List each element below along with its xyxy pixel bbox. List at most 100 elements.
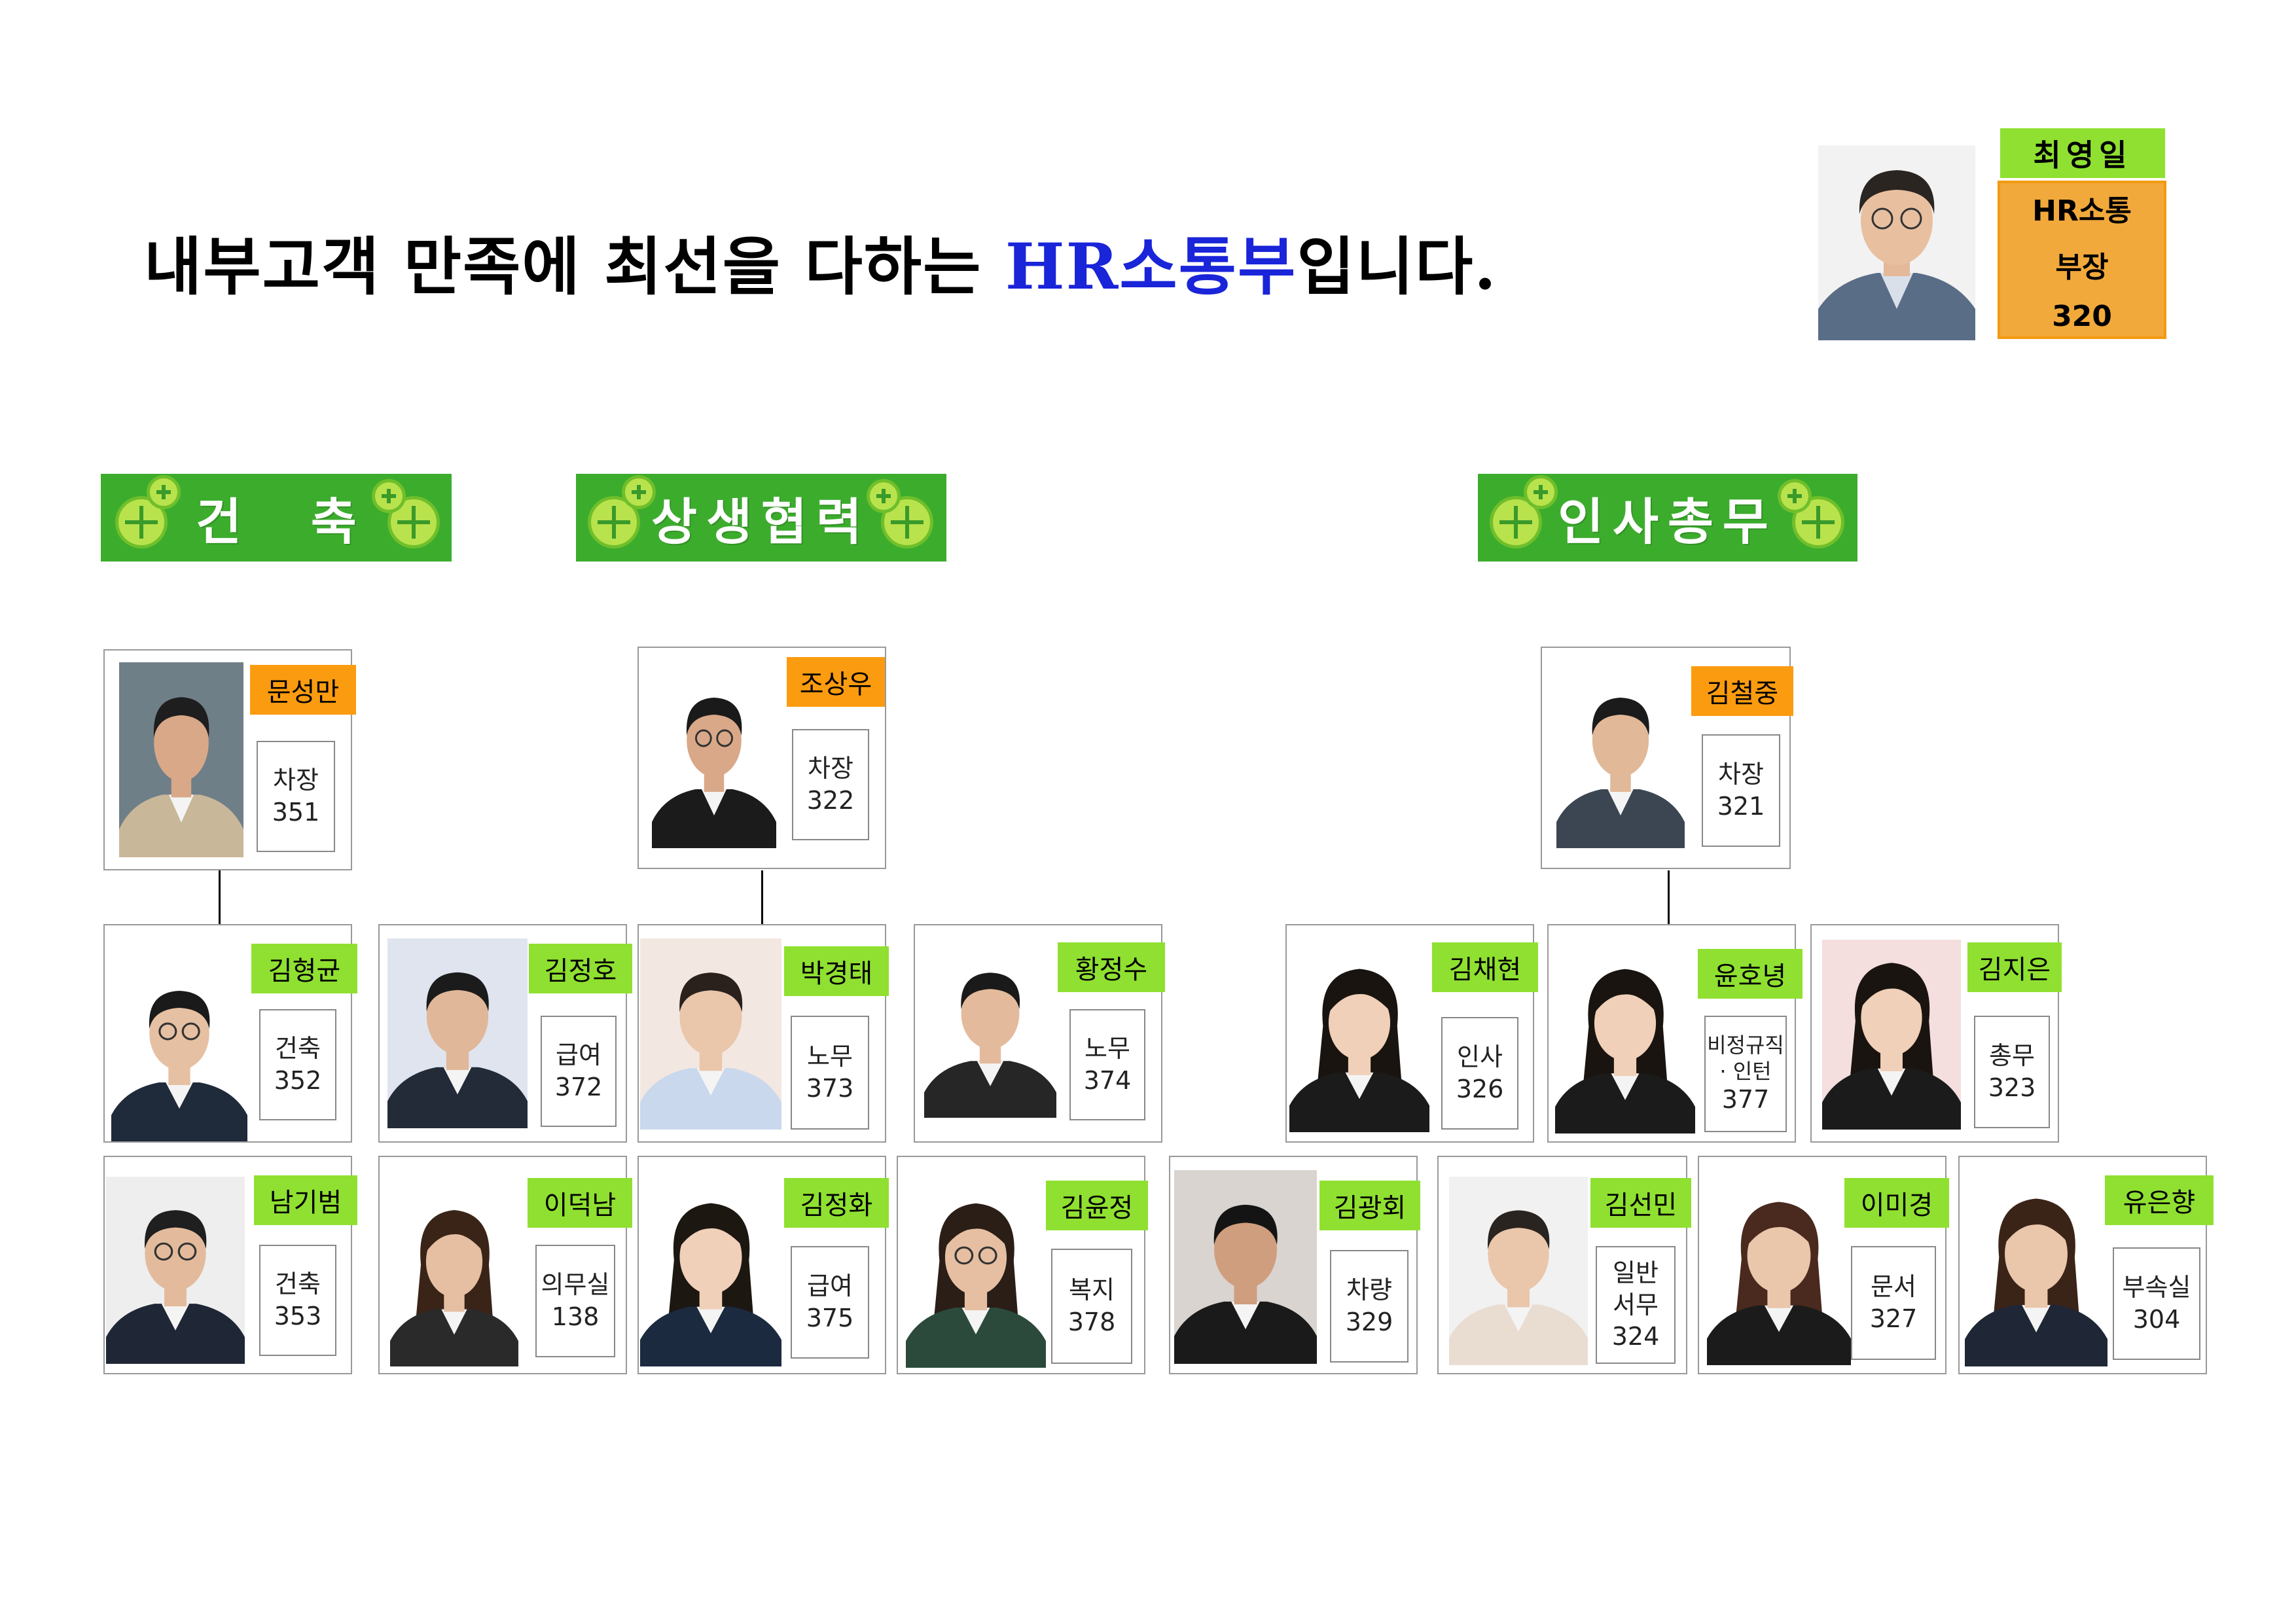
member-card: 이덕남 의무실 138 [378, 1156, 632, 1374]
portrait-graphic [1289, 946, 1429, 1132]
person-info: 급여 375 [791, 1246, 869, 1359]
title-highlight: HR소통부 [1005, 230, 1297, 304]
team-name: 인사총무 [1558, 493, 1778, 551]
person-info: 비정규직 · 인턴 377 [1704, 1016, 1787, 1132]
portrait-graphic [924, 941, 1056, 1118]
person-name: 김윤정 [1046, 1181, 1148, 1230]
person-name: 김정화 [784, 1178, 889, 1228]
team-banner-cooperation: 상생협력 [576, 474, 946, 562]
person-ext: 329 [1345, 1308, 1393, 1336]
person-role: 급여 [807, 1272, 853, 1301]
person-info: 급여 372 [541, 1016, 617, 1127]
portrait-graphic [640, 938, 781, 1130]
person-role: 인사 [1457, 1043, 1503, 1072]
person-role: 비정규직 · 인턴 [1707, 1033, 1784, 1084]
head-rank: 부장 [2055, 250, 2109, 284]
person-info: 복지 378 [1051, 1249, 1132, 1364]
ornament-icon [622, 475, 656, 509]
person-ext: 322 [806, 786, 855, 815]
title-text: 내부고객 만족에 최선을 다하는 [144, 230, 1005, 304]
person-ext: 324 [1611, 1322, 1660, 1351]
ornament-icon [867, 479, 901, 513]
person-info: 총무 323 [1974, 1016, 2050, 1128]
profile-photo [1174, 1170, 1317, 1364]
portrait-graphic [1707, 1179, 1851, 1365]
person-role: 차장 [273, 766, 319, 795]
profile-photo [906, 1181, 1046, 1368]
person-role: 건축 [275, 1034, 321, 1063]
head-info: HR소통 부장 320 [1998, 181, 2166, 339]
person-ext: 351 [272, 798, 320, 827]
portrait-graphic [652, 665, 776, 848]
profile-photo [640, 1181, 781, 1366]
person-info: 차장 322 [792, 729, 869, 840]
connector-line [761, 870, 763, 924]
person-ext: 375 [806, 1304, 854, 1332]
portrait-graphic [1449, 1177, 1588, 1365]
team-banner-hr-general: 인사총무 [1478, 474, 1857, 562]
member-card: 김채현 인사 326 [1285, 924, 1538, 1143]
head-position: HR소통 [2032, 194, 2132, 228]
portrait-graphic [106, 1177, 245, 1364]
leader-card: 조상우 차장 322 [637, 647, 886, 869]
person-role: 노무 [807, 1042, 853, 1071]
portrait-graphic [906, 1181, 1046, 1368]
member-card: 김선민 일반 서무 324 [1437, 1156, 1691, 1374]
member-card: 윤호녕 비정규직 · 인턴 377 [1547, 924, 1803, 1143]
portrait-graphic [1965, 1175, 2108, 1366]
person-ext: 138 [551, 1302, 600, 1331]
team-name: 건 축 [196, 493, 357, 551]
head-name: 최영일 [2000, 128, 2165, 178]
profile-photo [1965, 1175, 2108, 1366]
member-card: 김정호 급여 372 [378, 924, 632, 1143]
ornament-icon [1792, 496, 1844, 548]
person-info: 부속실 304 [2113, 1247, 2200, 1360]
member-card: 김윤정 복지 378 [897, 1156, 1148, 1374]
portrait-graphic [640, 1181, 781, 1366]
portrait-graphic [111, 958, 247, 1141]
person-role: 일반 서무 [1613, 1258, 1659, 1319]
profile-photo [1555, 946, 1695, 1133]
ornament-icon [588, 496, 640, 548]
member-card: 유은향 부속실 304 [1958, 1156, 2214, 1374]
person-name: 남기범 [254, 1175, 357, 1225]
ornament-icon [372, 479, 406, 513]
person-name: 김지은 [1967, 942, 2062, 992]
profile-photo [390, 1188, 518, 1366]
portrait-graphic [387, 938, 528, 1128]
connector-line [219, 870, 221, 924]
person-name: 조상우 [787, 657, 885, 707]
person-info: 차장 351 [257, 741, 335, 852]
person-ext: 326 [1456, 1075, 1504, 1103]
member-card: 김형균 건축 352 [103, 924, 357, 1143]
profile-photo [1707, 1179, 1851, 1365]
profile-photo [924, 941, 1056, 1118]
person-name: 이덕남 [528, 1178, 632, 1228]
member-card: 박경태 노무 373 [637, 924, 889, 1143]
person-role: 건축 [275, 1270, 321, 1299]
ornament-icon [147, 475, 181, 509]
person-role: 급여 [556, 1041, 601, 1070]
ornament-icon [1524, 475, 1558, 509]
profile-photo [111, 958, 247, 1141]
team-banner-architecture: 건 축 [101, 474, 452, 562]
person-name: 김채현 [1432, 942, 1538, 992]
profile-photo [640, 938, 781, 1130]
person-info: 차량 329 [1330, 1250, 1408, 1363]
person-role: 차장 [808, 754, 853, 783]
member-card: 김지은 총무 323 [1810, 924, 2062, 1143]
person-ext: 323 [1988, 1073, 2036, 1102]
person-info: 의무실 138 [535, 1245, 615, 1357]
person-name: 김정호 [529, 944, 632, 993]
person-info: 일반 서무 324 [1596, 1246, 1676, 1364]
person-info: 인사 326 [1441, 1017, 1518, 1130]
person-ext: 327 [1869, 1304, 1918, 1333]
person-info: 건축 353 [259, 1245, 336, 1356]
person-ext: 378 [1067, 1308, 1116, 1336]
profile-photo [119, 662, 243, 857]
person-name: 김철중 [1691, 666, 1793, 716]
ornament-icon [1778, 479, 1812, 513]
person-ext: 304 [2132, 1305, 2181, 1334]
head-ext: 320 [2052, 299, 2112, 333]
profile-photo [1822, 940, 1961, 1130]
